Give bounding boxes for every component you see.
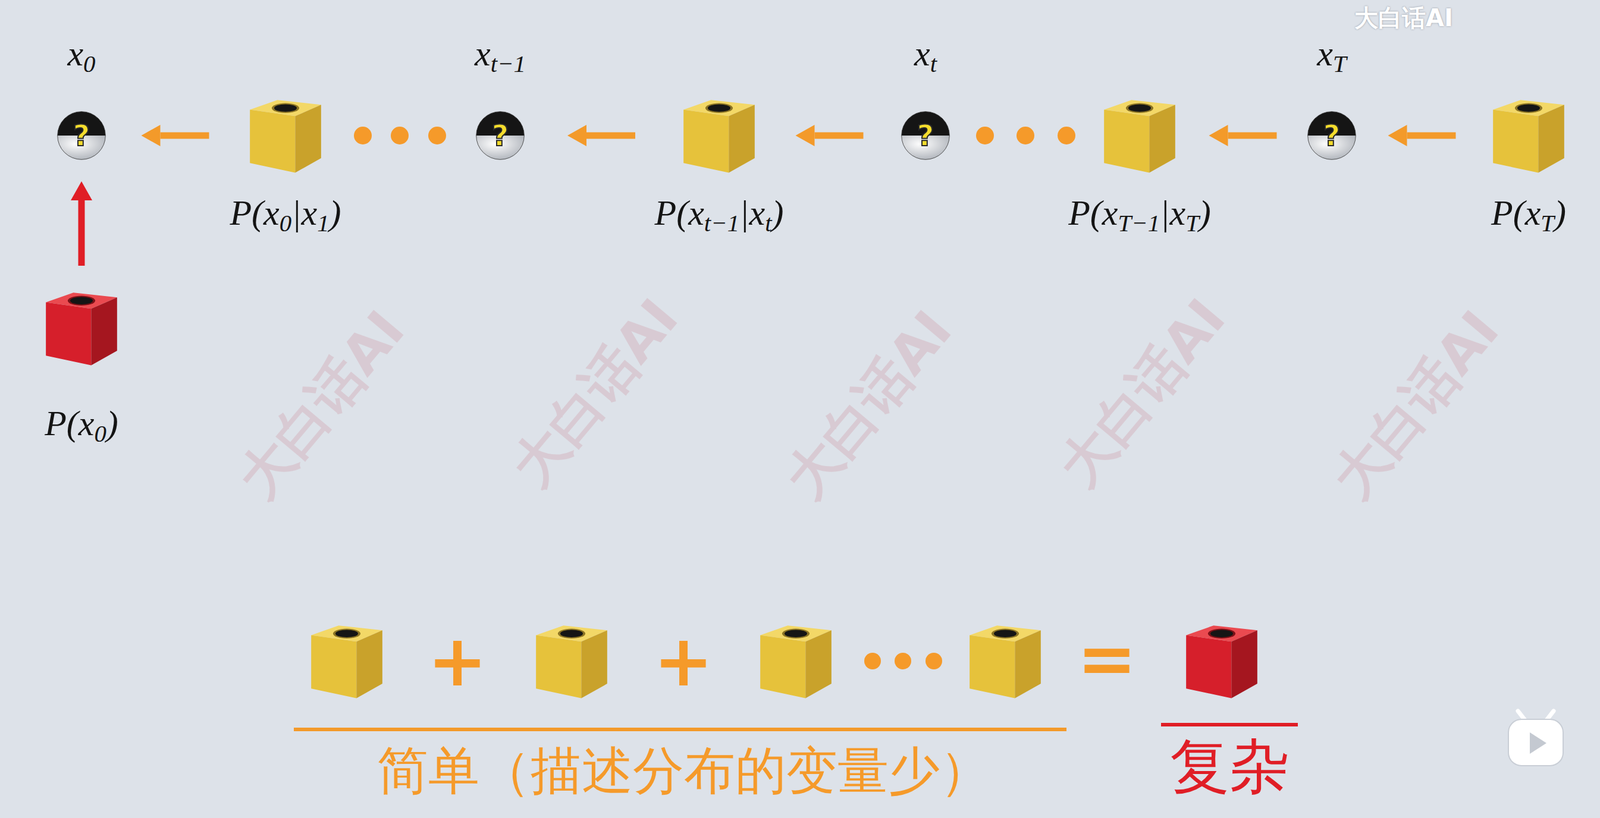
caption-text: 复杂 [1169, 737, 1289, 798]
arrow-connector [160, 132, 210, 140]
equals-sign: = [1077, 623, 1138, 695]
question-mark: ? [72, 120, 90, 151]
distribution-cube: P(xT) [1488, 95, 1570, 177]
variable-sphere: xt? [900, 110, 951, 161]
underline [293, 728, 1067, 732]
variable-sphere: xt−1? [475, 110, 526, 161]
distribution-label: P(xt−1|xt) [654, 195, 784, 231]
question-mark: ? [1322, 120, 1341, 151]
variable-sphere: xT? [1306, 110, 1357, 161]
variable-label: x0 [67, 35, 96, 72]
cube-shape [1488, 95, 1570, 177]
watermark-text: 大白话AI [1324, 302, 1508, 507]
question-mark: ? [491, 120, 509, 151]
arrow-connector [1228, 132, 1278, 140]
variable-label: xT [1316, 35, 1347, 72]
arrow-connector [814, 132, 864, 140]
underline [1161, 723, 1298, 727]
watermark-text: 大白话AI [776, 302, 961, 507]
brand-text: 大白话AI [1354, 5, 1454, 30]
target-cube: P(x0) [41, 287, 122, 369]
play-logo [1508, 711, 1564, 767]
distribution-cube: P(x0|x1) [245, 95, 326, 177]
distribution-label: P(xT) [1491, 195, 1567, 231]
ellipsis-dots [353, 126, 1076, 670]
plus-sign: + [653, 625, 714, 698]
caption-text: 简单（描述分布的变量少） [377, 745, 991, 797]
question-mark: ? [916, 120, 934, 151]
watermark-text: 大白话AI [503, 290, 687, 495]
plus-sign: + [427, 625, 488, 698]
cube-shape [41, 287, 122, 369]
variable-label: xt [914, 35, 937, 72]
variable-sphere: x0? [56, 110, 107, 161]
arrow-connector [1407, 132, 1457, 140]
arrow-connector [586, 132, 636, 140]
cube-shape [678, 95, 760, 177]
watermark-text: 大白话AI [1050, 290, 1235, 495]
distribution-label: P(xT−1|xT) [1068, 195, 1212, 231]
distribution-cube: P(xT−1|xT) [1099, 95, 1181, 177]
watermark-text: 大白话AI [229, 302, 414, 507]
cube-shape [1099, 95, 1181, 177]
distribution-label: P(x0|x1) [229, 195, 341, 231]
cube-shape [245, 95, 326, 177]
variable-label: xt−1 [474, 35, 526, 72]
distribution-label: P(x0) [44, 405, 119, 442]
arrow-connector [78, 200, 86, 266]
distribution-cube: P(xt−1|xt) [678, 95, 760, 177]
